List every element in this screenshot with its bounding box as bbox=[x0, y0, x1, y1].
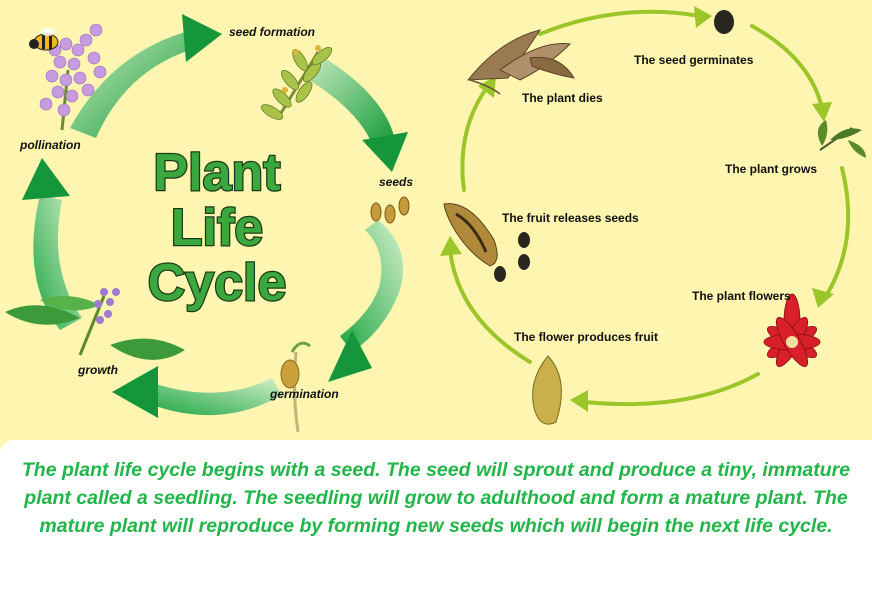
arrow-seed-formation-to-seeds bbox=[306, 55, 408, 172]
label-plant-flowers: The plant flowers bbox=[692, 289, 791, 303]
growth-plant-illustration bbox=[5, 288, 185, 360]
title-word-life: Life bbox=[171, 199, 263, 257]
fruit-pod-illustration bbox=[532, 355, 562, 425]
arrow-germination-to-growth bbox=[112, 366, 282, 418]
label-seed-germinates: The seed germinates bbox=[634, 53, 754, 67]
arrowhead-releases bbox=[440, 236, 462, 256]
dead-plant-illustration bbox=[466, 29, 575, 95]
label-fruit-releases-seeds: The fruit releases seeds bbox=[502, 211, 639, 225]
label-flower-produces-fruit: The flower produces fruit bbox=[514, 330, 658, 344]
caption-panel: The plant life cycle begins with a seed.… bbox=[0, 440, 872, 612]
arrow-releases-to-dies bbox=[460, 84, 490, 192]
seed-illustration bbox=[714, 10, 734, 34]
label-pollination: pollination bbox=[19, 138, 81, 152]
label-plant-grows: The plant grows bbox=[725, 162, 817, 176]
arrow-growth-to-pollination bbox=[22, 158, 82, 330]
label-seeds: seeds bbox=[379, 175, 413, 189]
arrow-pollination-to-seed-formation bbox=[70, 14, 222, 138]
arrowhead-fruit bbox=[570, 390, 588, 412]
red-flower-illustration bbox=[763, 293, 821, 367]
left-cycle: Plant Life Cycle bbox=[5, 14, 413, 433]
arrow-seeds-to-germination bbox=[328, 220, 404, 382]
germinating-seed-illustration bbox=[280, 341, 311, 433]
arrow-fruit-to-releases bbox=[448, 248, 532, 364]
open-fruit-with-seeds-illustration bbox=[443, 203, 530, 282]
title-word-plant: Plant bbox=[153, 144, 280, 202]
arrow-germinates-to-grows bbox=[750, 24, 824, 110]
right-cycle: The seed germinates The plant grows The … bbox=[440, 6, 866, 425]
caption-text: The plant life cycle begins with a seed.… bbox=[21, 459, 851, 537]
plant-life-cycle-diagram: Plant Life Cycle bbox=[5, 6, 866, 433]
lilac-flower-with-bee-illustration bbox=[29, 23, 107, 131]
label-growth: growth bbox=[77, 363, 118, 377]
arrow-grows-to-flowers bbox=[824, 166, 851, 298]
arrowhead-grows bbox=[812, 102, 832, 122]
label-seed-formation: seed formation bbox=[229, 25, 315, 39]
label-plant-dies: The plant dies bbox=[522, 91, 603, 105]
arrowhead-flowers bbox=[812, 288, 834, 308]
bee-icon bbox=[29, 28, 59, 51]
title-word-cycle: Cycle bbox=[148, 254, 287, 312]
seed-formation-sprig-illustration bbox=[260, 45, 333, 120]
arrowhead-germinates bbox=[694, 6, 712, 28]
seedling-illustration bbox=[817, 120, 866, 158]
arrow-dies-to-germinates bbox=[538, 9, 702, 36]
three-seeds-illustration bbox=[370, 196, 410, 224]
label-germination: germination bbox=[269, 387, 339, 401]
cycle-title: Plant Life Cycle bbox=[146, 143, 287, 314]
arrow-flowers-to-fruit bbox=[582, 372, 760, 407]
